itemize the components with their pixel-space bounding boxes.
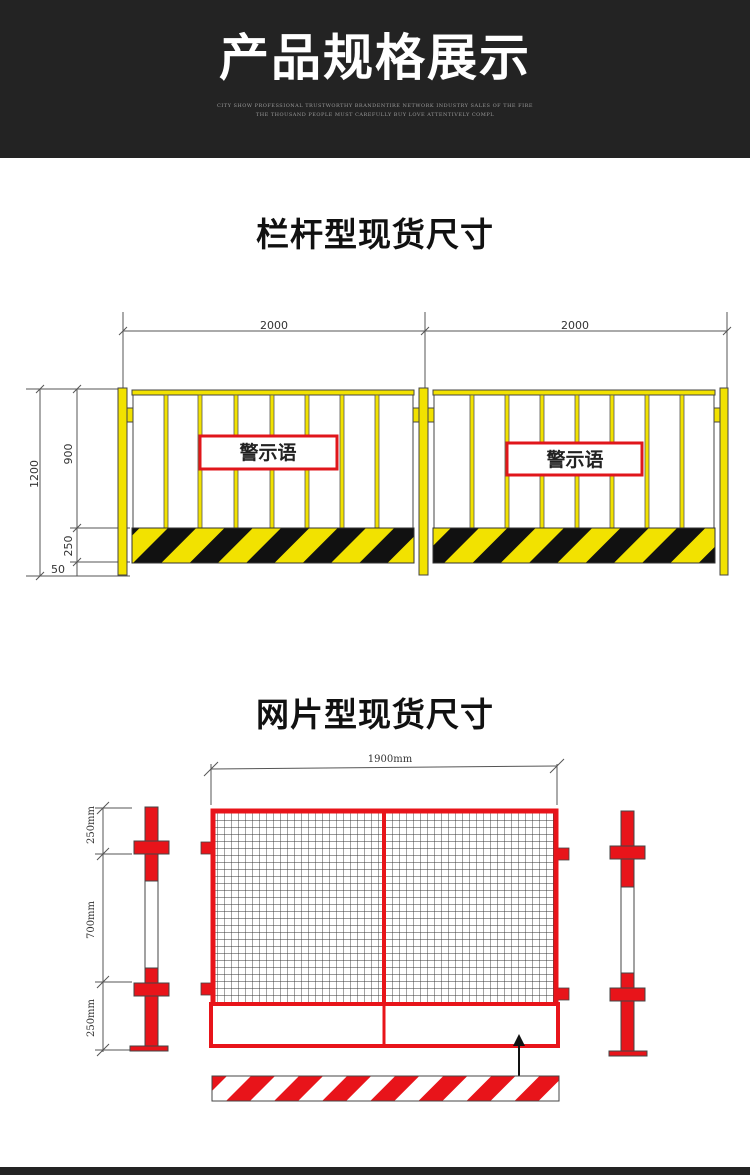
mesh-height-dimension	[95, 801, 132, 1057]
warning-sign-left-text: 警示语	[239, 441, 296, 464]
mesh-height-mid-label: 700mm	[86, 900, 97, 939]
railing-height-band-label: 250	[62, 536, 75, 557]
railing-width-left-label: 2000	[260, 319, 288, 332]
railing-post-right	[719, 387, 729, 576]
footer-bar	[0, 1167, 750, 1175]
warning-sign-left	[198, 434, 339, 471]
mesh-post-right	[608, 810, 648, 1057]
banner-subtitle-line-1: CITY SHOW PROFESSIONAL TRUSTWORTHY BRAND…	[216, 103, 534, 109]
railing-diagram: 2000 2000 1200 900 250 50	[26, 312, 732, 581]
mesh-height-bottom-label: 250mm	[86, 998, 97, 1037]
railing-post-middle	[418, 387, 429, 576]
mesh-width-dimension	[203, 758, 565, 805]
warning-sign-right-text: 警示语	[546, 448, 603, 471]
mesh-height-top-label: 250mm	[86, 805, 97, 844]
header-banner: 产品规格展示 CITY SHOW PROFESSIONAL TRUSTWORTH…	[0, 0, 750, 158]
mesh-width-label: 1900mm	[368, 754, 413, 765]
mesh-post-left	[129, 806, 170, 1052]
railing-width-right-label: 2000	[561, 319, 589, 332]
railing-post-left	[117, 387, 128, 576]
railing-posts	[117, 387, 729, 576]
railing-panel-right: 警示语	[432, 389, 716, 564]
mesh-striped-base-plate	[211, 1075, 560, 1102]
railing-hazard-band-left	[131, 527, 415, 564]
railing-height-total-label: 1200	[28, 460, 41, 488]
railing-height-dimension	[26, 384, 130, 581]
mesh-section-title: 网片型现货尺寸	[256, 695, 494, 734]
banner-subtitle-line-2: THE THOUSAND PEOPLE MUST CAREFULLY BUY L…	[255, 112, 495, 118]
mesh-diagram: 1900mm 250mm 700mm 250mm	[86, 754, 648, 1102]
railing-width-dimension	[118, 312, 732, 388]
banner-title: 产品规格展示	[219, 29, 531, 87]
warning-sign-right	[505, 441, 644, 477]
railing-panel-left: 警示语	[131, 389, 415, 564]
railing-height-foot-label: 50	[51, 563, 65, 576]
railing-height-upper-label: 900	[62, 444, 75, 465]
railing-hazard-band-right	[432, 527, 716, 564]
mesh-panel	[200, 808, 570, 1048]
railing-section-title: 栏杆型现货尺寸	[256, 215, 494, 254]
